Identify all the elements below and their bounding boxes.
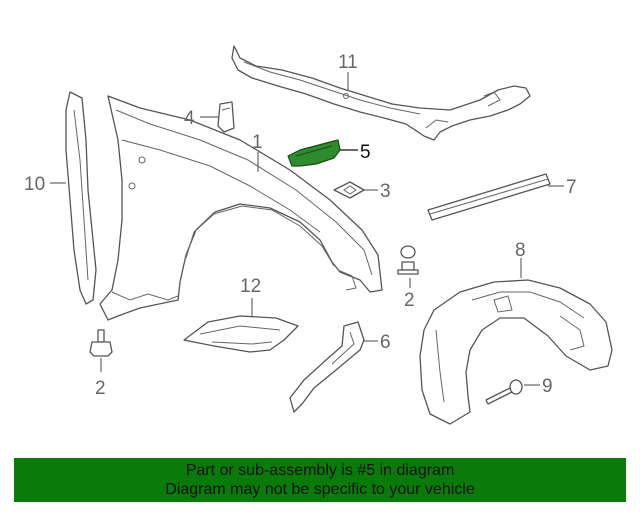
parts-diagram: 10 1 4 11 5 3 [24, 45, 613, 425]
part-6-bracket[interactable] [289, 321, 365, 413]
callout-2-lower[interactable]: 2 [95, 378, 106, 399]
part-12-shield[interactable] [183, 315, 299, 353]
banner-line-2: Diagram may not be specific to your vehi… [165, 481, 475, 498]
callout-3[interactable]: 3 [380, 181, 391, 202]
part-11-rail[interactable] [231, 45, 531, 141]
callout-2-upper[interactable]: 2 [404, 290, 415, 311]
callout-7[interactable]: 7 [566, 177, 577, 198]
banner-line-1: Part or sub-assembly is #5 in diagram [185, 462, 455, 479]
callout-9[interactable]: 9 [542, 376, 553, 397]
callout-8[interactable]: 8 [515, 240, 526, 261]
part-3-clip[interactable] [333, 181, 365, 199]
callout-1[interactable]: 1 [252, 132, 263, 153]
callout-12[interactable]: 12 [240, 276, 261, 297]
part-5-bracket-highlighted[interactable] [287, 139, 341, 167]
part-4-bracket[interactable] [217, 101, 235, 133]
part-8-liner[interactable] [419, 279, 613, 425]
part-10-seal[interactable] [65, 91, 97, 305]
callout-5[interactable]: 5 [360, 142, 371, 163]
callout-10[interactable]: 10 [24, 174, 45, 195]
part-2-pin-lower[interactable] [89, 329, 113, 357]
callout-11[interactable]: 11 [338, 52, 358, 73]
part-9-screw[interactable] [485, 379, 523, 405]
part-7-molding[interactable] [427, 173, 551, 221]
part-2-bolt-upper[interactable] [397, 245, 419, 275]
info-banner: Part or sub-assembly is #5 in diagram Di… [14, 458, 626, 502]
callout-4[interactable]: 4 [184, 108, 195, 129]
callout-6[interactable]: 6 [380, 332, 391, 353]
part-1-fender[interactable] [99, 95, 383, 321]
